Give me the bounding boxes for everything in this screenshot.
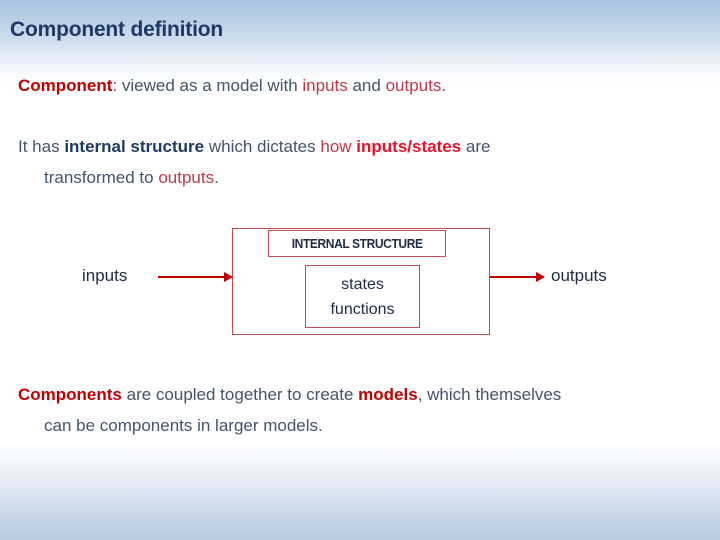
output-arrow-line bbox=[490, 276, 540, 278]
term-internal-structure: internal structure bbox=[64, 137, 205, 156]
internal-structure-label: INTERNAL STRUCTURE bbox=[291, 236, 423, 251]
inner-box-line-functions: functions bbox=[330, 300, 395, 318]
p2-text-1: It has bbox=[18, 137, 65, 156]
term-how: how bbox=[320, 137, 352, 156]
input-arrow-line bbox=[158, 276, 230, 278]
p2-text-4: transformed to bbox=[44, 168, 159, 187]
p2-text-3: are bbox=[461, 137, 491, 156]
p1-text-1: viewed as a model with bbox=[117, 76, 303, 95]
page-title: Component definition bbox=[10, 18, 223, 41]
term-outputs: outputs bbox=[385, 76, 442, 95]
input-arrow-head-icon bbox=[224, 272, 233, 282]
internal-structure-label-box: INTERNAL STRUCTURE bbox=[268, 230, 446, 257]
p1-period: . bbox=[441, 76, 447, 95]
p1-text-2: and bbox=[347, 76, 386, 95]
inner-box-line-states: states bbox=[341, 275, 384, 293]
p3-text-1: are coupled together to create bbox=[121, 385, 359, 404]
inner-box-text: states functions bbox=[306, 266, 419, 327]
p2-text-2: which dictates bbox=[204, 137, 321, 156]
term-component: Component bbox=[18, 76, 113, 95]
p2-period: . bbox=[214, 168, 219, 187]
inputs-label: inputs bbox=[82, 266, 128, 285]
p3-text-2: , which themselves bbox=[417, 385, 562, 404]
p3-line-2: can be components in larger models. bbox=[44, 416, 323, 435]
term-models: models bbox=[358, 385, 418, 404]
outputs-label: outputs bbox=[551, 266, 607, 285]
output-arrow-head-icon bbox=[536, 272, 545, 282]
outer-component-box bbox=[232, 228, 490, 335]
p1-colon: : bbox=[112, 76, 118, 95]
term-components: Components bbox=[18, 385, 122, 404]
p2-line-2: transformed to outputs. bbox=[18, 162, 648, 193]
term-inputs: inputs bbox=[302, 76, 348, 95]
paragraph-components-models: Components are coupled together to creat… bbox=[18, 379, 718, 441]
term-outputs-2: outputs bbox=[158, 168, 215, 187]
inner-states-functions-box: states functions bbox=[305, 265, 420, 328]
paragraph-internal-structure: It has internal structure which dictates… bbox=[18, 131, 648, 193]
paragraph-component-definition: Component: viewed as a model with inputs… bbox=[18, 70, 708, 101]
term-inputs-states: inputs/states bbox=[356, 137, 462, 156]
